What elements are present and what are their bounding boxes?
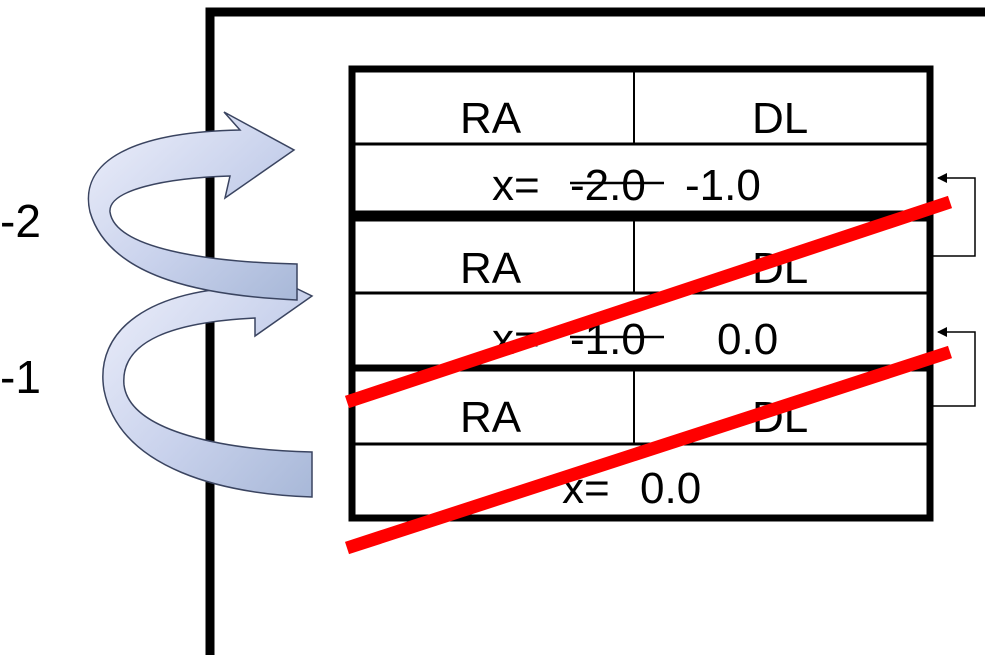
- upper-depth-label: -2: [0, 195, 41, 247]
- frame-1-outline: [348, 65, 934, 218]
- frame-3-x-value: 0.0: [640, 464, 701, 513]
- frame-1-x-new-value: -1.0: [685, 161, 761, 210]
- lower-depth-label: -1: [0, 351, 41, 403]
- frame-3-ra-dl-row: [350, 366, 932, 446]
- frame-1-ra-label: RA: [460, 94, 522, 143]
- frame-2-ra-dl-row: [350, 216, 932, 295]
- popped-frame-strike-upper: [344, 195, 953, 409]
- frame-1-x-old-value: -2.0: [570, 161, 646, 210]
- recursion-arrows: [87, 111, 314, 498]
- stack-frame-1: RA DL x= -2.0 -1.0: [348, 65, 934, 218]
- frame-1-x-prefix: x=: [492, 161, 540, 210]
- frame-2-x-new-value: 0.0: [717, 315, 778, 364]
- frame-1-ra-dl-row: [350, 67, 932, 146]
- frame-1-dl-label: DL: [752, 94, 808, 143]
- frame-3-ra-label: RA: [460, 393, 522, 442]
- access-link-arrow-upper: [932, 173, 976, 257]
- frame-2-ra-label: RA: [460, 244, 522, 293]
- upper-call-arrow: [87, 111, 298, 301]
- popped-frame-strike-lower: [344, 345, 953, 555]
- frame-3-outline: [348, 364, 934, 522]
- access-link-arrow-lower: [932, 327, 976, 407]
